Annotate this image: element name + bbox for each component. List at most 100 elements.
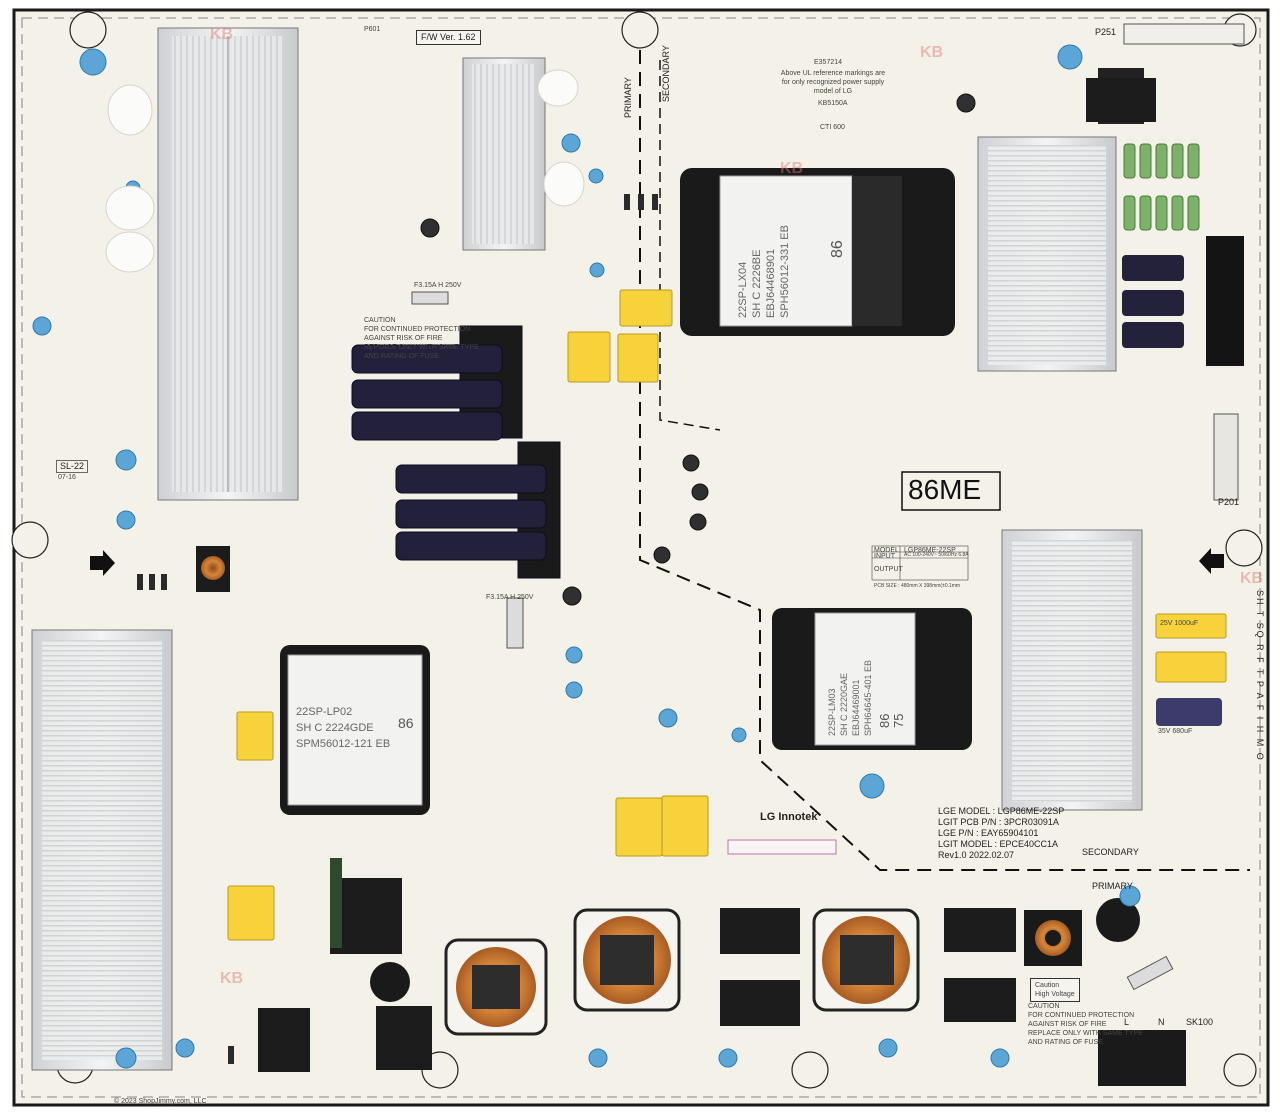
transformer-lx04-label: 22SP-LX04 SH C 2226BE EBJ64468901 SPH560… — [736, 225, 792, 318]
transformer-lm03-line4: SPH64645-401 EB — [863, 659, 873, 736]
lgit-model: LGIT MODEL : EPCE40CC1A — [938, 839, 1059, 849]
y-capacitors — [32, 44, 1141, 1069]
arrows — [90, 548, 1224, 576]
region-secondary-top: SECONDARY — [661, 45, 671, 102]
cti-rating: CTI 600 — [820, 124, 845, 131]
mount-hole — [621, 11, 659, 49]
spec-table-lines — [871, 545, 969, 581]
transformer-lx04-line4: SPH56012-331 EB — [779, 225, 791, 318]
connector-p201 — [1213, 413, 1239, 501]
spec-input-label: INPUT — [874, 553, 895, 560]
copyright: © 2023 ShopJimmy.com, LLC — [114, 1098, 207, 1105]
model-mark-box — [901, 471, 1001, 511]
black-components — [258, 78, 1156, 1072]
fuse-top — [411, 291, 449, 305]
choke-left-coil — [201, 556, 225, 580]
mount-hole — [1223, 1053, 1257, 1087]
isolation-boundary — [639, 50, 1250, 871]
mount-hole — [791, 1051, 829, 1089]
ul-note: Above UL reference markings are for only… — [780, 70, 886, 95]
heatsink-top-middle — [462, 57, 546, 251]
region-primary-bottom: PRIMARY — [1092, 881, 1133, 891]
spec-input-value: AC 100-240V~ 50/60Hz 6.8A — [904, 552, 969, 558]
resistors-green — [1123, 143, 1200, 231]
barcode-label — [727, 839, 837, 855]
model-mark: 86ME — [908, 474, 982, 505]
pin-n-label: N — [1158, 1017, 1165, 1027]
sk100-label: SK100 — [1186, 1017, 1214, 1027]
connector-sk100 — [1098, 1030, 1186, 1086]
heatsink-right-middle — [1001, 529, 1143, 811]
heatsink-top-right — [977, 136, 1117, 372]
caps-bank-lower — [395, 441, 561, 579]
small-electrolytics — [420, 93, 976, 606]
transformer-lm03-label: 22SP-LM03 SH C 2220GAE EBJ64469001 SPH64… — [826, 660, 874, 736]
transformer-lx04-num: 86 — [829, 240, 846, 258]
transformer-lp02 — [280, 645, 430, 815]
pin-l-label: L — [1124, 1017, 1130, 1027]
transformer-lm03-num: 86 75 — [877, 713, 906, 728]
spec-pcb-size: PCB SIZE : 480mm X 398mm(±0.1mm — [874, 583, 961, 589]
cap-black-right — [1122, 322, 1184, 348]
transformer-lp02-line2: SH C 2224GDE — [296, 722, 374, 734]
transformer-lp02-line1: 22SP-LP02 — [296, 706, 353, 718]
model-info-block: LGE MODEL : LGP86ME-22SP LGIT PCB P/N : … — [938, 806, 1064, 861]
transformer-lp02-num: 86 — [398, 715, 414, 731]
pcb-inner — [21, 17, 1261, 1098]
fuse-mid — [506, 597, 524, 649]
watermark: KB — [220, 970, 244, 987]
p601-label: P601 — [364, 26, 381, 33]
watermark: KB — [780, 160, 804, 177]
fw-version: F/W Ver. 1.62 — [416, 30, 481, 45]
transformer-lm03 — [772, 608, 972, 750]
cap-black-right — [1122, 255, 1184, 281]
watermark: KB — [210, 26, 234, 43]
fuse-1-rating: F3.15A H 250V — [414, 282, 462, 289]
cap-25v-label: 25V 1000uF — [1160, 620, 1199, 627]
cap-35v — [1156, 698, 1222, 726]
heatsink-left-top — [157, 27, 299, 501]
mount-hole — [1225, 529, 1263, 567]
caps-bank-upper — [351, 325, 523, 441]
transformer-lx04-line3: EBJ64468901 — [765, 248, 777, 318]
region-secondary-bottom: SECONDARY — [1082, 847, 1139, 857]
rev-date: Rev1.0 2022.02.07 — [938, 850, 1015, 860]
ul-file: E357214 — [814, 59, 843, 66]
lge-model: LGE MODEL : LGP86ME-22SP — [938, 806, 1065, 816]
fuse-caution-bottom: CAUTION FOR CONTINUED PROTECTION AGAINST… — [1028, 1003, 1143, 1046]
cap-35v-label: 35V 680uF — [1158, 728, 1193, 735]
spec-model-value: LGP86ME-22SP — [904, 547, 956, 554]
thermistor — [1096, 898, 1140, 942]
lge-pn: LGE P/N : EAY65904101 — [938, 828, 1039, 838]
watermark: KB — [920, 44, 944, 61]
potted-parts — [105, 69, 585, 273]
varistor — [370, 962, 410, 1002]
sl-marking: SL-22 — [56, 460, 89, 473]
diodes — [137, 194, 658, 1064]
mount-hole — [69, 11, 107, 49]
caution-label: Caution High Voltage — [1030, 978, 1080, 1002]
isolation-boundary-2 — [659, 60, 721, 431]
heatsink-bottom-left — [31, 629, 173, 1071]
fuse-caution-top: CAUTION FOR CONTINUED PROTECTION AGAINST… — [364, 317, 479, 360]
region-primary-top: PRIMARY — [623, 77, 633, 118]
side-code: SH T SQ R F T P A F I H M O — [1255, 590, 1265, 762]
transformer-lx04-line2: SH C 2226BE — [751, 249, 763, 318]
x-capacitors — [227, 289, 1227, 941]
transformer-lm03-line1: 22SP-LM03 — [827, 688, 837, 736]
transformer-lp02-line3: SPM56012-121 EB — [296, 738, 391, 750]
mount-hole — [11, 521, 49, 559]
connector-top-right — [1123, 23, 1245, 45]
watermark: KB — [1240, 570, 1264, 587]
p251-label: P251 — [1095, 27, 1117, 37]
transformer-lm03-line2: SH C 2220GAE — [839, 672, 849, 736]
transformer-lx04-line1: 22SP-LX04 — [737, 261, 749, 318]
connector-right — [1206, 236, 1244, 366]
transformer-lx04 — [680, 168, 955, 336]
spec-output-label: OUTPUT — [874, 566, 903, 573]
fuse-2-rating: F3.15A H 250V — [486, 594, 534, 601]
transformer-lm03-line3: EBJ64469001 — [851, 679, 861, 736]
transformer-lp02-label: 22SP-LP02 SH C 2224GDE SPM56012-121 EB — [296, 704, 390, 752]
